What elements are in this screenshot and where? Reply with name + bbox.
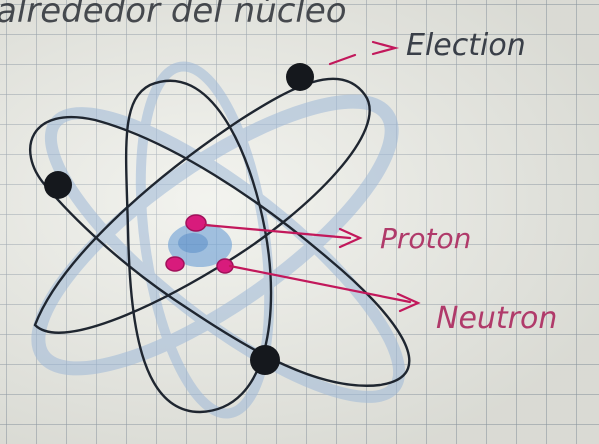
electron-dot	[250, 345, 280, 375]
proton-arrow	[203, 223, 363, 249]
label-arrows	[203, 40, 421, 313]
neutron-particle	[165, 256, 185, 272]
header-text: alrededor del núcleo	[0, 0, 347, 31]
electron-label: Election	[406, 28, 526, 63]
orbit-1	[33, 77, 371, 334]
neutron-arrow	[228, 264, 421, 313]
orbit-3	[29, 115, 411, 387]
electron-dot	[286, 63, 314, 91]
orbit-2	[124, 79, 273, 414]
orbits	[29, 77, 411, 414]
nucleus-particles	[165, 214, 234, 274]
orbit-shading	[31, 61, 406, 419]
electron-dot	[44, 171, 72, 199]
proton-label: Proton	[380, 222, 471, 255]
nucleus	[168, 223, 232, 267]
proton-particle	[185, 214, 207, 232]
neutron-label: Neutron	[436, 301, 557, 336]
electron-arrow	[328, 40, 400, 66]
electrons	[44, 63, 314, 375]
